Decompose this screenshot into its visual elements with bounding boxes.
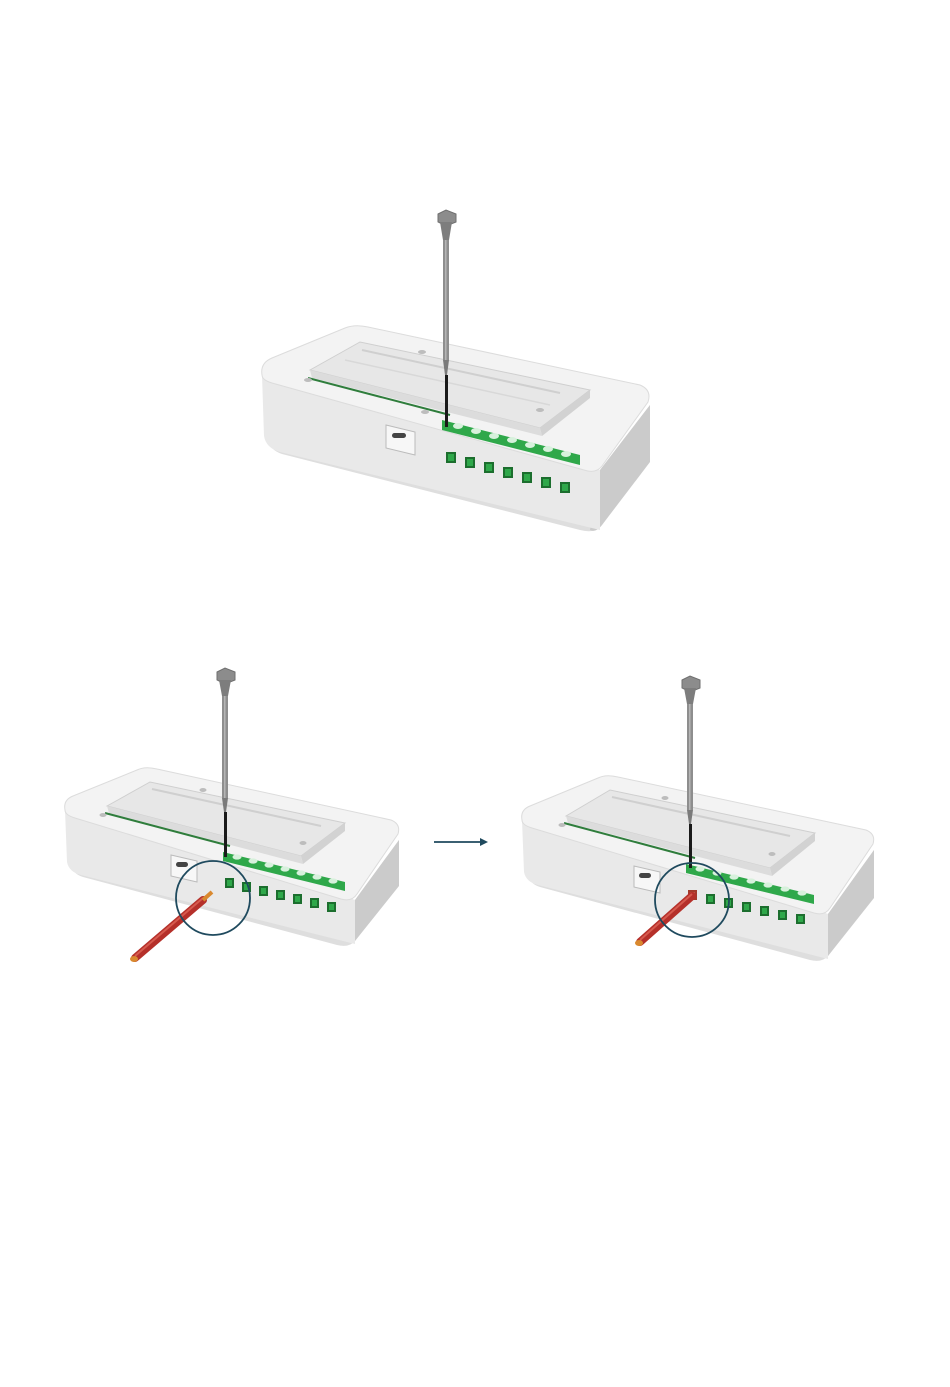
device-screwdriver-overview bbox=[250, 200, 670, 550]
device-wire-inserted bbox=[510, 670, 890, 980]
device-wire-before-insert bbox=[55, 660, 415, 970]
wire-icon bbox=[130, 892, 212, 962]
arrow-right-icon bbox=[430, 832, 490, 852]
